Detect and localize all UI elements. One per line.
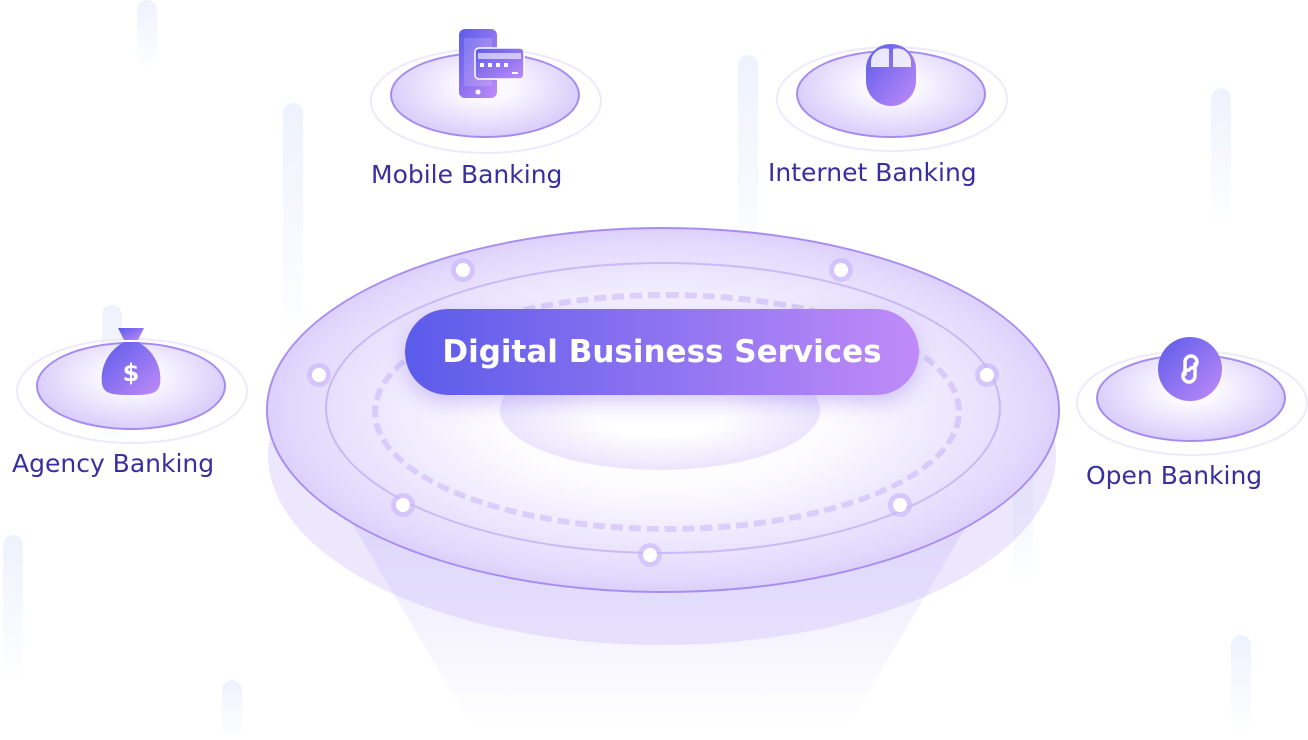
orbit-dot — [456, 263, 470, 277]
orbit-dot — [643, 548, 657, 562]
center-title-badge: Digital Business Services — [405, 309, 919, 395]
orbit-dot — [893, 498, 907, 512]
link-icon — [1158, 337, 1222, 401]
svg-text:$: $ — [123, 359, 140, 387]
node-label: Internet Banking — [768, 158, 977, 187]
orbit-dot — [396, 498, 410, 512]
node-label: Agency Banking — [12, 449, 215, 478]
mouse-icon — [866, 44, 916, 106]
money-bag-icon: $ — [101, 328, 161, 395]
orbit-dot — [834, 263, 848, 277]
mobile-card-icon — [459, 29, 525, 98]
orbit-dot — [312, 368, 326, 382]
node-label: Open Banking — [1086, 461, 1263, 490]
orbit-dot — [980, 368, 994, 382]
node-label: Mobile Banking — [371, 160, 563, 189]
center-title: Digital Business Services — [442, 334, 882, 370]
